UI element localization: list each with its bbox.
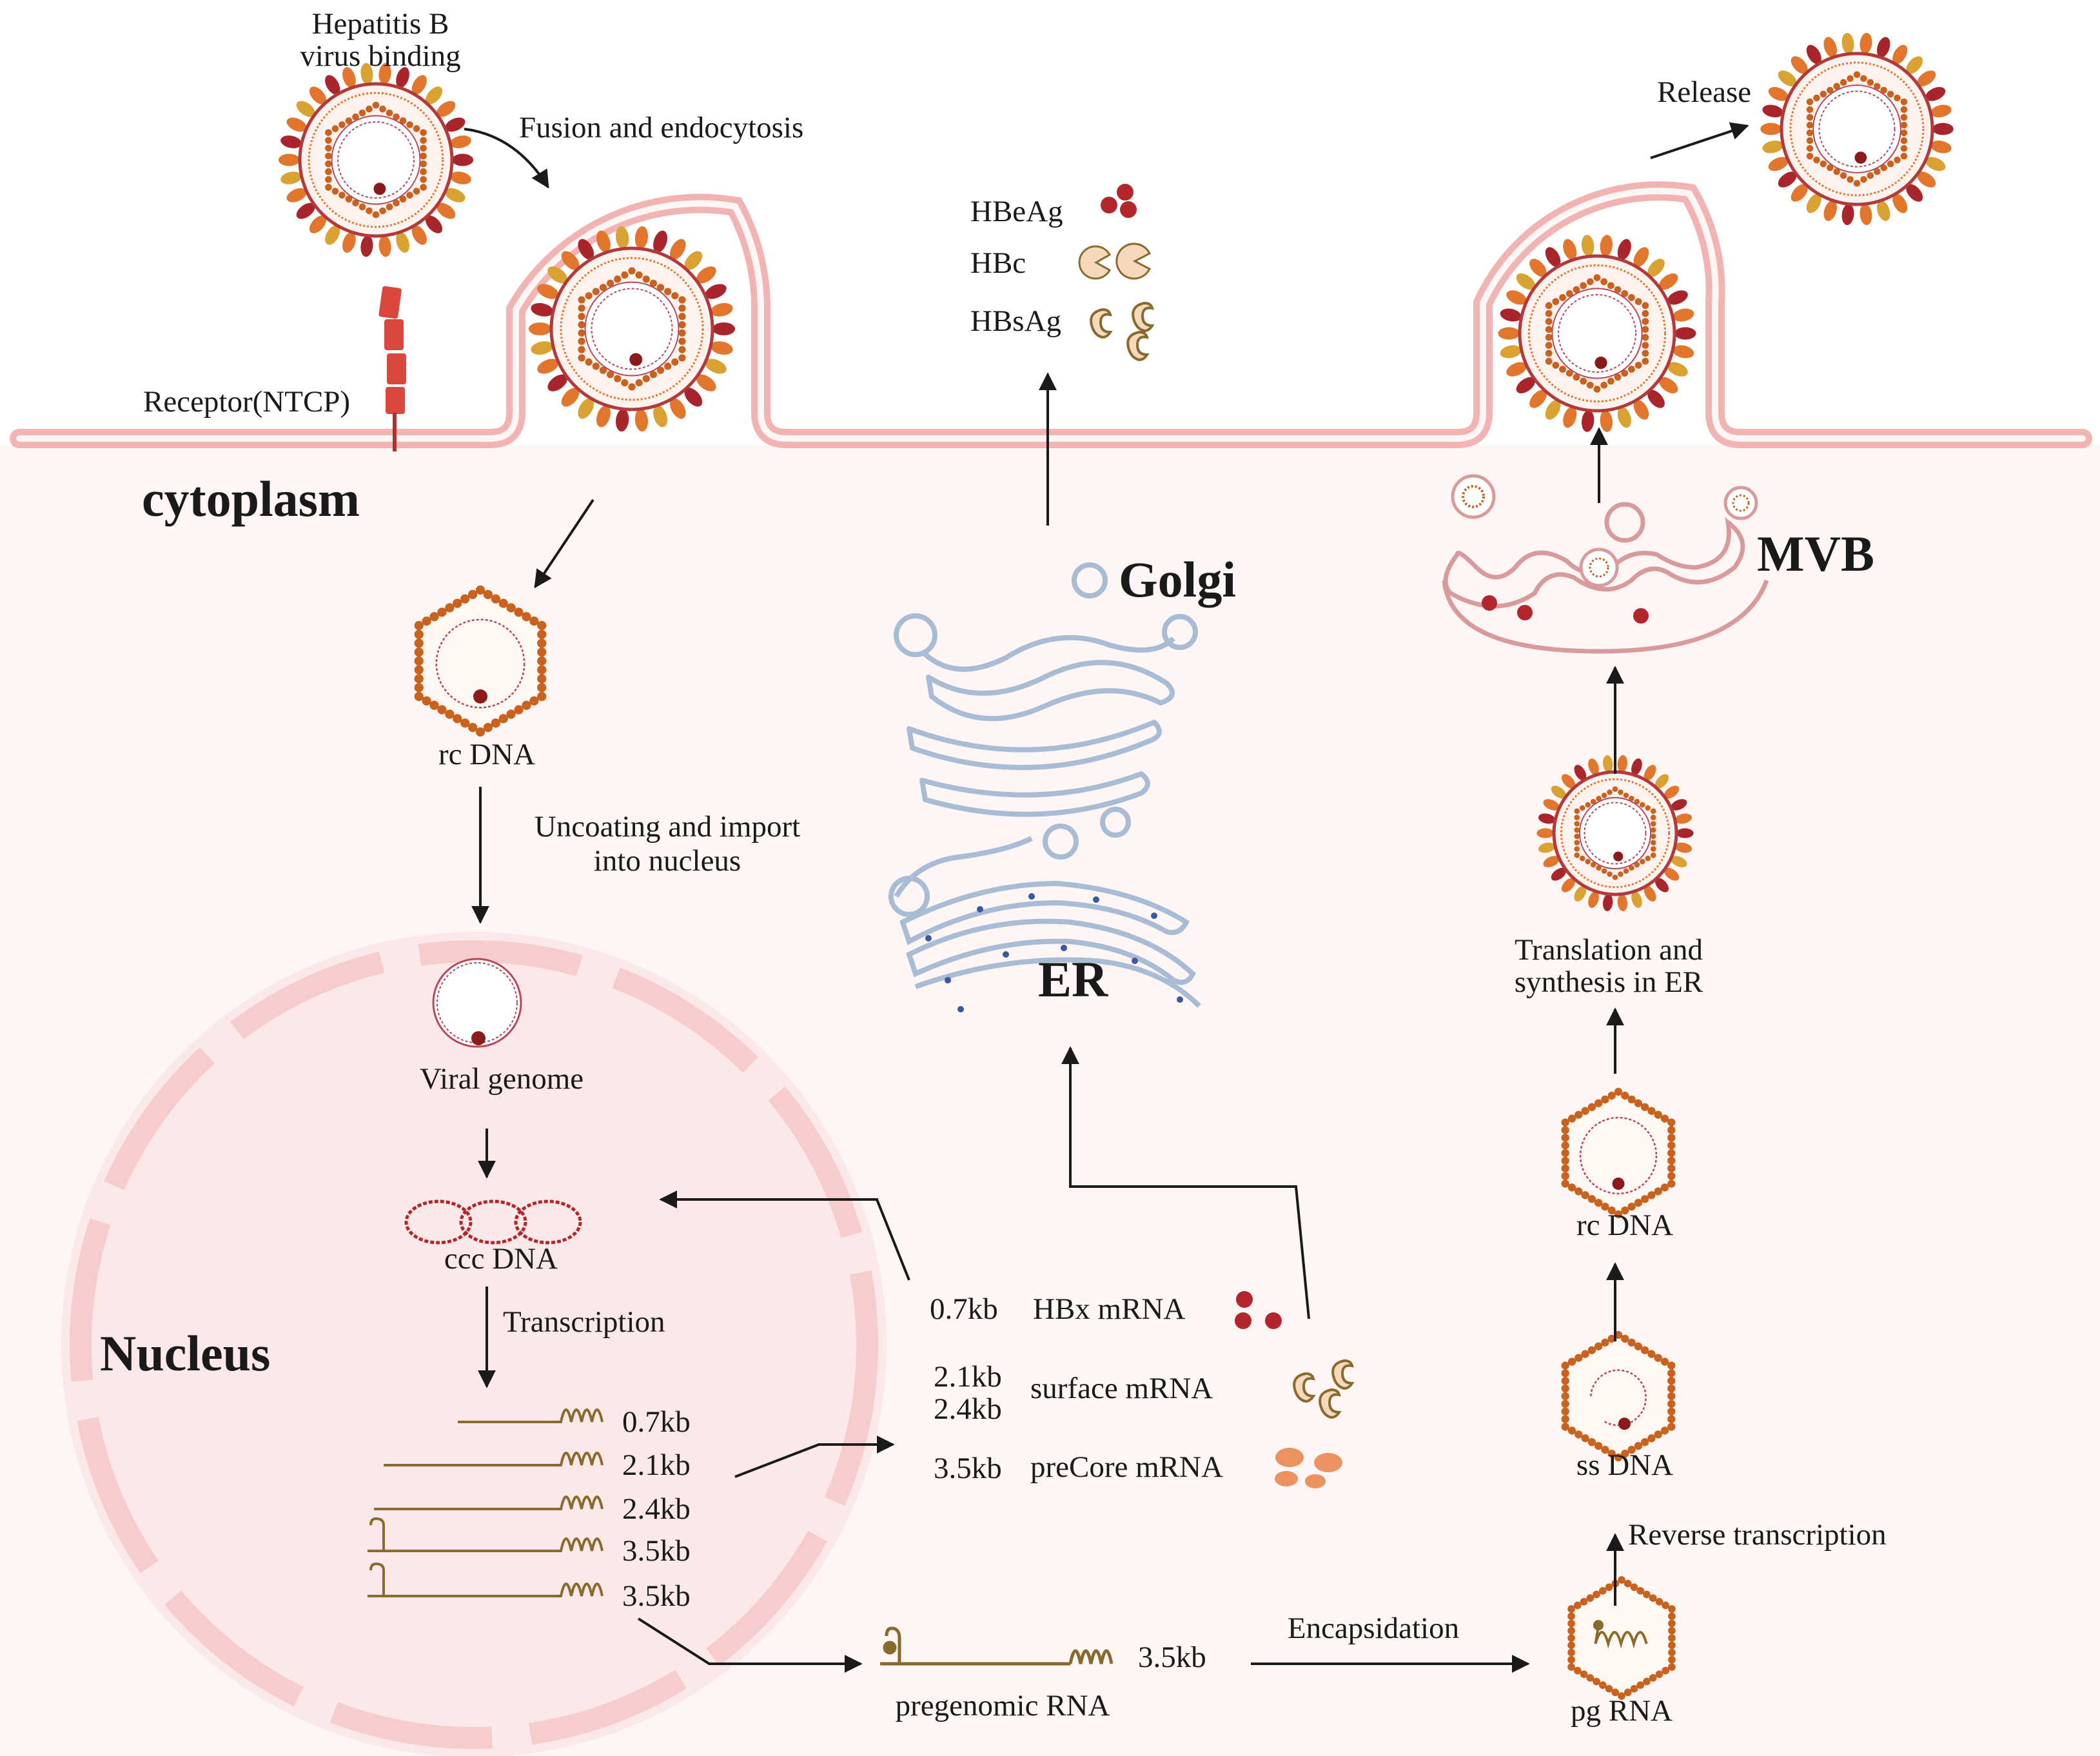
ccc-dna-label: ccc DNA	[444, 1242, 558, 1276]
hbc-particles	[1078, 242, 1152, 280]
viral-genome-label: Viral genome	[420, 1062, 584, 1096]
transcript-size-label: 2.4kb	[622, 1492, 691, 1526]
translation-label-1: Translation and	[1515, 933, 1703, 967]
capsid-pg-rna	[1567, 1576, 1676, 1700]
viral-genome-icon	[432, 958, 522, 1048]
hbx-name-label: HBx mRNA	[1033, 1292, 1185, 1326]
transcript-2: 2.1kb	[384, 1448, 691, 1482]
capsid-rc-dna-right	[1561, 1087, 1676, 1219]
encapsidation-label: Encapsidation	[1288, 1612, 1459, 1645]
transcript-size-label: 0.7kb	[622, 1405, 691, 1439]
pregenomic-rna-icon	[880, 1626, 1114, 1666]
hbeag-label: HBeAg	[970, 195, 1063, 228]
transcript-size-label: 2.1kb	[622, 1448, 691, 1482]
transcript-size-label: 3.5kb	[622, 1534, 691, 1568]
receptor-ntcp	[378, 286, 406, 451]
mvb-vesicles	[1451, 474, 1758, 624]
transcript-4: 3.5kb	[368, 1517, 691, 1568]
rc-dna-right-label: rc DNA	[1576, 1208, 1673, 1242]
ccc-dna-icon	[404, 1199, 582, 1245]
rc-dna-left-label: rc DNA	[438, 738, 535, 771]
mvb-icon	[1442, 502, 1769, 654]
transcription-label: Transcription	[503, 1305, 665, 1339]
transcript-1: 0.7kb	[458, 1405, 691, 1439]
transcripts: 0.7kb 2.1kb 2.4kb 3.5kb 3.5kb	[368, 1405, 691, 1613]
virus-assembled	[1536, 755, 1694, 911]
surface-size-label-2: 2.4kb	[934, 1392, 1002, 1426]
release-label: Release	[1657, 75, 1751, 109]
hbc-label: HBc	[970, 246, 1026, 280]
arrows	[464, 122, 1749, 1673]
hbv-binding-label-2: virus binding	[300, 39, 460, 73]
golgi-label: Golgi	[1119, 551, 1236, 607]
hbv-binding-label-1: Hepatitis B	[312, 7, 449, 41]
cytoplasm-label: cytoplasm	[142, 471, 360, 527]
transcript-5: 3.5kb	[368, 1562, 691, 1613]
capsids	[414, 585, 1676, 1700]
mvb-label: MVB	[1757, 526, 1874, 582]
pg-rna-label: pg RNA	[1571, 1694, 1673, 1728]
translation-label-2: synthesis in ER	[1515, 965, 1703, 999]
uncoating-label-1: Uncoating and import	[535, 810, 800, 843]
hbx-particles	[1235, 1291, 1282, 1329]
hbsag-particles	[1090, 301, 1155, 362]
virus-budding	[1498, 235, 1696, 432]
er-label: ER	[1038, 951, 1109, 1007]
virus-endocytosed	[529, 226, 735, 432]
hbsag-label: HBsAg	[970, 304, 1061, 338]
nucleus	[61, 932, 887, 1756]
pregenomic-size-label: 3.5kb	[1138, 1641, 1206, 1674]
er-ribosomes	[925, 893, 1183, 1012]
er-icon	[888, 807, 1201, 1008]
capsid-rc-dna-left	[414, 585, 547, 737]
pregenomic-rna-label: pregenomic RNA	[896, 1689, 1110, 1722]
virus-particles	[278, 33, 1954, 911]
precore-size-label: 3.5kb	[934, 1452, 1002, 1485]
hbeag-particles	[1101, 184, 1137, 218]
uncoating-label-2: into nucleus	[594, 844, 741, 878]
ss-dna-label: ss DNA	[1576, 1448, 1673, 1482]
surface-size-label-1: 2.1kb	[934, 1360, 1002, 1394]
hbx-size-label: 0.7kb	[930, 1292, 998, 1326]
precore-particles	[1275, 1448, 1342, 1488]
surface-particles	[1293, 1359, 1355, 1419]
plasma-membrane	[10, 181, 2092, 448]
reverse-transcription-label: Reverse transcription	[1628, 1518, 1887, 1552]
surface-name-label: surface mRNA	[1030, 1372, 1213, 1405]
capsid-ss-dna	[1561, 1330, 1676, 1462]
nucleus-label: Nucleus	[100, 1325, 270, 1381]
virus-binding	[278, 63, 474, 257]
receptor-label: Receptor(NTCP)	[143, 385, 350, 419]
fusion-label: Fusion and endocytosis	[519, 111, 803, 144]
golgi-icon	[894, 562, 1198, 817]
transcript-size-label: 3.5kb	[622, 1579, 691, 1613]
transcript-3: 2.4kb	[374, 1492, 691, 1526]
virus-released	[1760, 33, 1954, 225]
precore-name-label: preCore mRNA	[1030, 1450, 1223, 1484]
